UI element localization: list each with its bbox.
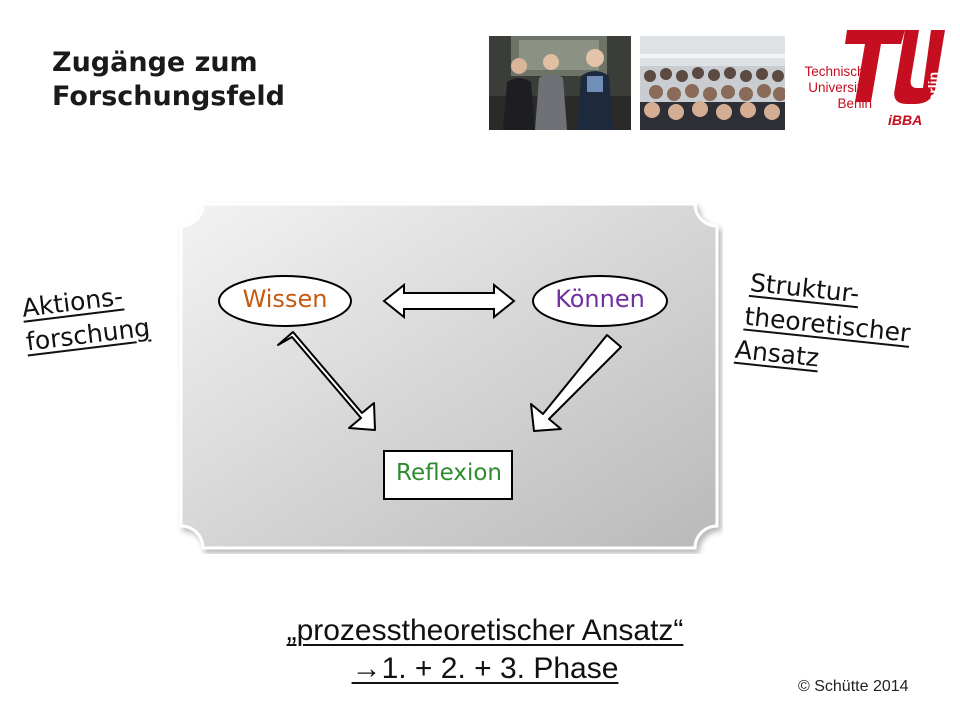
title-line-1: Zugänge zum	[52, 47, 258, 78]
audience-photo	[640, 36, 785, 130]
wissen-label: Wissen	[242, 285, 328, 313]
reflexion-label: Reflexion	[396, 460, 502, 486]
bottom-line-2: →1. + 2. + 3. Phase	[351, 652, 619, 685]
tu-berlin-logo	[795, 28, 955, 138]
bottom-line-1: „prozesstheoretischer Ansatz“	[286, 614, 684, 647]
tu-logo-text: Technische Universität Berlin	[804, 64, 872, 111]
copyright-notice: © Schütte 2014	[798, 678, 909, 695]
koennen-node	[532, 275, 668, 327]
ibba-label: iBBA	[888, 112, 923, 128]
presentation-photo	[489, 36, 631, 130]
arrow-koennen-reflexion-icon	[530, 334, 622, 432]
koennen-label: Können	[555, 285, 645, 313]
arrow-wissen-reflexion-icon	[277, 331, 376, 431]
audience-photo-icon	[640, 36, 785, 130]
prozesstheoretischer-ansatz-label: „prozesstheoretischer Ansatz“ →1. + 2. +…	[240, 612, 730, 688]
tu-logo-icon	[845, 30, 945, 104]
reflexion-node	[383, 450, 513, 500]
wissen-node	[218, 275, 352, 327]
double-arrow-icon	[382, 282, 516, 320]
title-line-2: Forschungsfeld	[52, 81, 285, 112]
page-title: Zugänge zum Forschungsfeld	[52, 46, 352, 114]
presentation-photo-icon	[489, 36, 631, 130]
strukturtheoretischer-ansatz-label: Struktur- theoretischer Ansatz	[733, 267, 912, 373]
